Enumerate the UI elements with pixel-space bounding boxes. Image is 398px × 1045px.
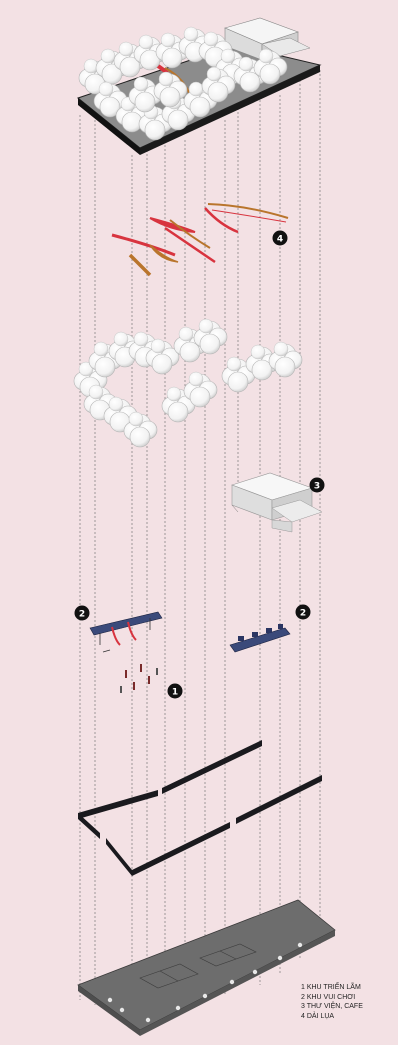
trees-layer xyxy=(74,319,302,447)
legend-item: 1 KHU TRIỂN LÃM xyxy=(301,983,396,993)
svg-text:4: 4 xyxy=(277,235,283,245)
ground-layer xyxy=(78,900,335,1036)
svg-text:2: 2 xyxy=(300,609,306,619)
svg-text:2: 2 xyxy=(79,610,85,620)
legend-item: 4 DẢI LỤA xyxy=(301,1012,396,1022)
ribbon-layer xyxy=(112,204,288,275)
legend-item: 3 THƯ VIỆN, CAFE xyxy=(301,1002,396,1012)
projection-lines xyxy=(80,60,320,1020)
top-combined-layer xyxy=(78,18,320,155)
marker-4: 4 xyxy=(273,231,288,246)
play-equipment-left xyxy=(90,612,162,693)
svg-text:3: 3 xyxy=(314,482,320,492)
marker-3: 3 xyxy=(310,478,325,493)
marker-2-left: 2 xyxy=(75,606,90,621)
marker-1: 1 xyxy=(168,684,183,699)
wall-layer xyxy=(78,740,322,876)
legend-item: 2 KHU VUI CHƠI xyxy=(301,993,396,1003)
legend: 1 KHU TRIỂN LÃM 2 KHU VUI CHƠI 3 THƯ VIỆ… xyxy=(301,983,396,1021)
svg-text:1: 1 xyxy=(172,688,178,698)
marker-2-right: 2 xyxy=(296,605,311,620)
building-layer xyxy=(232,473,322,532)
